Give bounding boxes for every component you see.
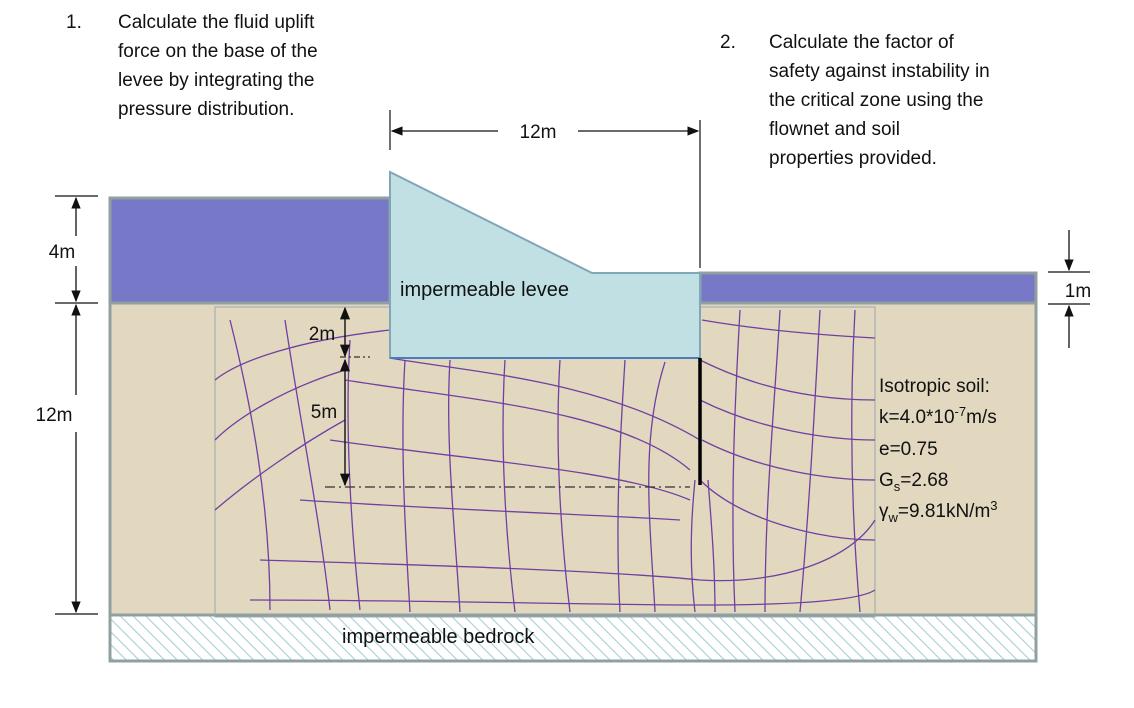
bedrock-label: impermeable bedrock — [342, 626, 535, 648]
soil-depth-label: 12m — [36, 405, 73, 426]
flow-line — [259, 519, 876, 582]
flow-line — [214, 369, 346, 441]
equipotential-line — [502, 359, 516, 613]
flow-line — [701, 319, 876, 339]
bedrock-layer — [108, 613, 1038, 663]
flownet — [214, 309, 876, 613]
soil-permeability: k=4.0*10-7m/s — [879, 404, 997, 428]
lower-segment-label: 5m — [311, 402, 337, 423]
equipotential-line — [402, 359, 411, 613]
soil-title: Isotropic soil: — [879, 376, 990, 397]
equipotential-line — [648, 361, 666, 613]
flow-line — [299, 499, 681, 521]
equipotential-line — [617, 359, 626, 613]
right-water-body — [698, 271, 1038, 305]
flow-line — [214, 419, 346, 511]
width-label: 12m — [520, 122, 557, 143]
equipotential-line — [764, 309, 781, 613]
soil-specific-gravity: Gs=2.68 — [879, 470, 948, 494]
levee-body — [389, 170, 701, 359]
right-water-depth-label: 1m — [1065, 281, 1091, 302]
equipotential-line — [690, 479, 696, 613]
upper-segment-label: 2m — [309, 324, 335, 345]
soil-void-ratio: e=0.75 — [879, 439, 938, 460]
flow-line — [214, 329, 391, 381]
question-1-text: Calculate the fluid uplift force on the … — [118, 12, 318, 120]
flow-line — [699, 399, 876, 441]
left-water-depth-label: 4m — [49, 242, 75, 263]
flow-line — [701, 439, 876, 481]
equipotential-line — [732, 309, 741, 613]
flow-line — [389, 357, 701, 441]
equipotential-line — [851, 309, 861, 613]
equipotential-line — [229, 319, 271, 611]
flow-line — [699, 359, 876, 401]
equipotential-line — [557, 359, 571, 613]
question-2-text: Calculate the factor of safety against i… — [769, 32, 990, 169]
levee-label: impermeable levee — [400, 279, 569, 301]
flow-line — [329, 439, 691, 501]
flow-line — [344, 379, 691, 471]
soil-properties: Isotropic soil: k=4.0*10-7m/s e=0.75 Gs=… — [879, 376, 998, 525]
question-2-number: 2. — [720, 32, 736, 53]
equipotential-line — [707, 479, 716, 613]
equipotential-line — [447, 359, 461, 613]
left-water-body — [108, 196, 392, 305]
soil-water-unit-weight: γw=9.81kN/m3 — [879, 498, 998, 525]
equipotential-line — [284, 319, 331, 611]
question-1-number: 1. — [66, 12, 82, 33]
equipotential-line — [799, 309, 821, 613]
